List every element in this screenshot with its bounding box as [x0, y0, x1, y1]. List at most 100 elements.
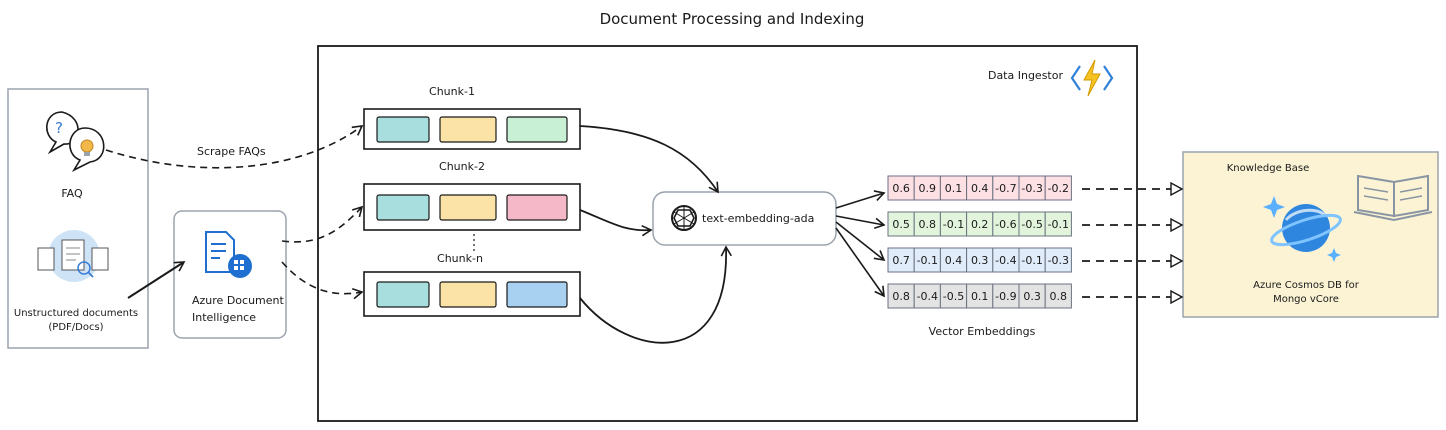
data-ingestor-frame — [317, 45, 1138, 422]
book-icon — [1353, 174, 1433, 222]
vector-cell — [939, 175, 968, 201]
chunk-group-1: Chunk-1 — [363, 85, 581, 150]
vector-cell — [1044, 175, 1072, 201]
vector-cell — [887, 247, 915, 273]
document-intelligence-label: Azure Document — [192, 294, 284, 307]
svg-text:?: ? — [55, 119, 63, 137]
vector-row: 0.7 -0.1 0.4 0.3 -0.4 -0.1 -0.3 — [887, 247, 1072, 273]
document-intelligence-box — [173, 210, 287, 339]
vector-cell — [992, 175, 1020, 201]
connectors — [105, 125, 1182, 344]
chunk2-to-embedding-arrow — [579, 209, 653, 237]
vector-cell — [1044, 283, 1072, 309]
vector-value: 0.3 — [971, 254, 989, 267]
chunkn-to-embedding-arrow — [579, 245, 732, 344]
data-ingestor-label: Data Ingestor — [988, 69, 1064, 82]
vector-value: 0.1 — [945, 182, 963, 195]
scrape-faqs-arrow — [105, 125, 364, 169]
vector-value: 0.6 — [892, 182, 910, 195]
chunk-label: Chunk-2 — [439, 160, 485, 173]
intelligence-to-chunk2-arrow — [281, 205, 364, 243]
vector-value: -0.4 — [917, 290, 938, 303]
vector-cell — [887, 211, 915, 237]
chunk-segment — [439, 281, 497, 308]
vector-value: -0.7 — [995, 182, 1016, 195]
vector-value: -0.1 — [1021, 254, 1042, 267]
vector-value: 0.5 — [892, 218, 910, 231]
chunk-segment — [439, 116, 497, 143]
cosmos-db-label: Azure Cosmos DB for — [1253, 280, 1360, 291]
vector-cell — [913, 211, 941, 237]
vector-value: -0.3 — [1048, 254, 1069, 267]
faq-icon: ? — [46, 111, 105, 172]
vector-cell — [1018, 283, 1046, 309]
faq-label: FAQ — [61, 187, 83, 200]
cosmos-db-icon — [1263, 196, 1342, 262]
vector-cell — [913, 247, 941, 273]
embedding-to-row2-arrow — [835, 215, 886, 230]
chunk-group-n: Chunk-n — [363, 252, 581, 317]
vector-cell — [913, 175, 941, 201]
vector-value: 0.1 — [971, 290, 989, 303]
vector-value: 0.9 — [919, 182, 937, 195]
vector-cell — [939, 247, 968, 273]
vector-value: 0.8 — [919, 218, 937, 231]
vector-value: -0.9 — [995, 290, 1016, 303]
chunk-segment — [376, 116, 430, 143]
chunk-segment — [506, 194, 568, 221]
knowledge-base-label: Knowledge Base — [1227, 163, 1310, 174]
document-intelligence-label-line2: Intelligence — [192, 311, 256, 324]
chunk-label: Chunk-1 — [429, 85, 475, 98]
vector-value: 0.2 — [971, 218, 989, 231]
vector-value: -0.2 — [1048, 182, 1069, 195]
vector-value: -0.4 — [995, 254, 1016, 267]
vector-value: -0.3 — [1021, 182, 1042, 195]
vector-cell — [913, 283, 941, 309]
vector-cell — [966, 211, 994, 237]
embedding-model-label: text-embedding-ada — [702, 212, 814, 225]
chunk-segment — [439, 194, 497, 221]
scrape-faqs-label: Scrape FAQs — [197, 145, 266, 158]
vector-value: 0.8 — [892, 290, 910, 303]
vector-cell — [966, 175, 994, 201]
vector-value: -0.5 — [943, 290, 964, 303]
vector-cell — [992, 247, 1020, 273]
page-title: Document Processing and Indexing — [600, 10, 865, 28]
vector-value: -0.1 — [1048, 218, 1069, 231]
documents-label-format: (PDF/Docs) — [48, 322, 103, 333]
embedding-to-row1-arrow — [835, 190, 886, 209]
vector-value: -0.1 — [917, 254, 938, 267]
vector-row: 0.8 -0.4 -0.5 0.1 -0.9 0.3 0.8 — [887, 283, 1072, 309]
vector-value: 0.8 — [1050, 290, 1068, 303]
vector-value: -0.1 — [943, 218, 964, 231]
documents-icon — [37, 230, 109, 282]
chunk1-to-embedding-arrow — [579, 125, 719, 194]
vector-cell — [887, 175, 915, 201]
cosmos-db-label-line2: Mongo vCore — [1273, 294, 1339, 305]
chunk-label: Chunk-n — [437, 252, 483, 265]
vector-cell — [1044, 211, 1072, 237]
documents-to-intelligence-arrow — [127, 261, 186, 299]
vector-embeddings-grid: 0.6 0.9 0.1 0.4 -0.7 -0.3 -0.2 0.5 0.8 -0.1 0.2 -0.… — [887, 175, 1072, 309]
embedding-to-row3-arrow — [835, 221, 886, 262]
embedding-model-box — [652, 191, 837, 246]
vector-cell — [966, 283, 994, 309]
documents-label: Unstructured documents — [14, 308, 138, 319]
vector-cell — [992, 211, 1020, 237]
chunk-segment — [376, 194, 430, 221]
vector-cell — [1044, 247, 1072, 273]
chunk-segment — [506, 281, 568, 308]
embedding-to-row4-arrow — [835, 227, 885, 298]
vector-value: 0.7 — [892, 254, 910, 267]
vector-cell — [939, 211, 968, 237]
intelligence-to-chunkn-arrow — [281, 261, 364, 300]
vector-value: 0.3 — [1023, 290, 1041, 303]
chunk-segment — [376, 281, 430, 308]
azure-functions-icon — [1070, 59, 1114, 97]
chunk-group-2: Chunk-2 — [363, 160, 581, 231]
openai-icon — [671, 205, 697, 231]
vector-value: 0.4 — [945, 254, 963, 267]
